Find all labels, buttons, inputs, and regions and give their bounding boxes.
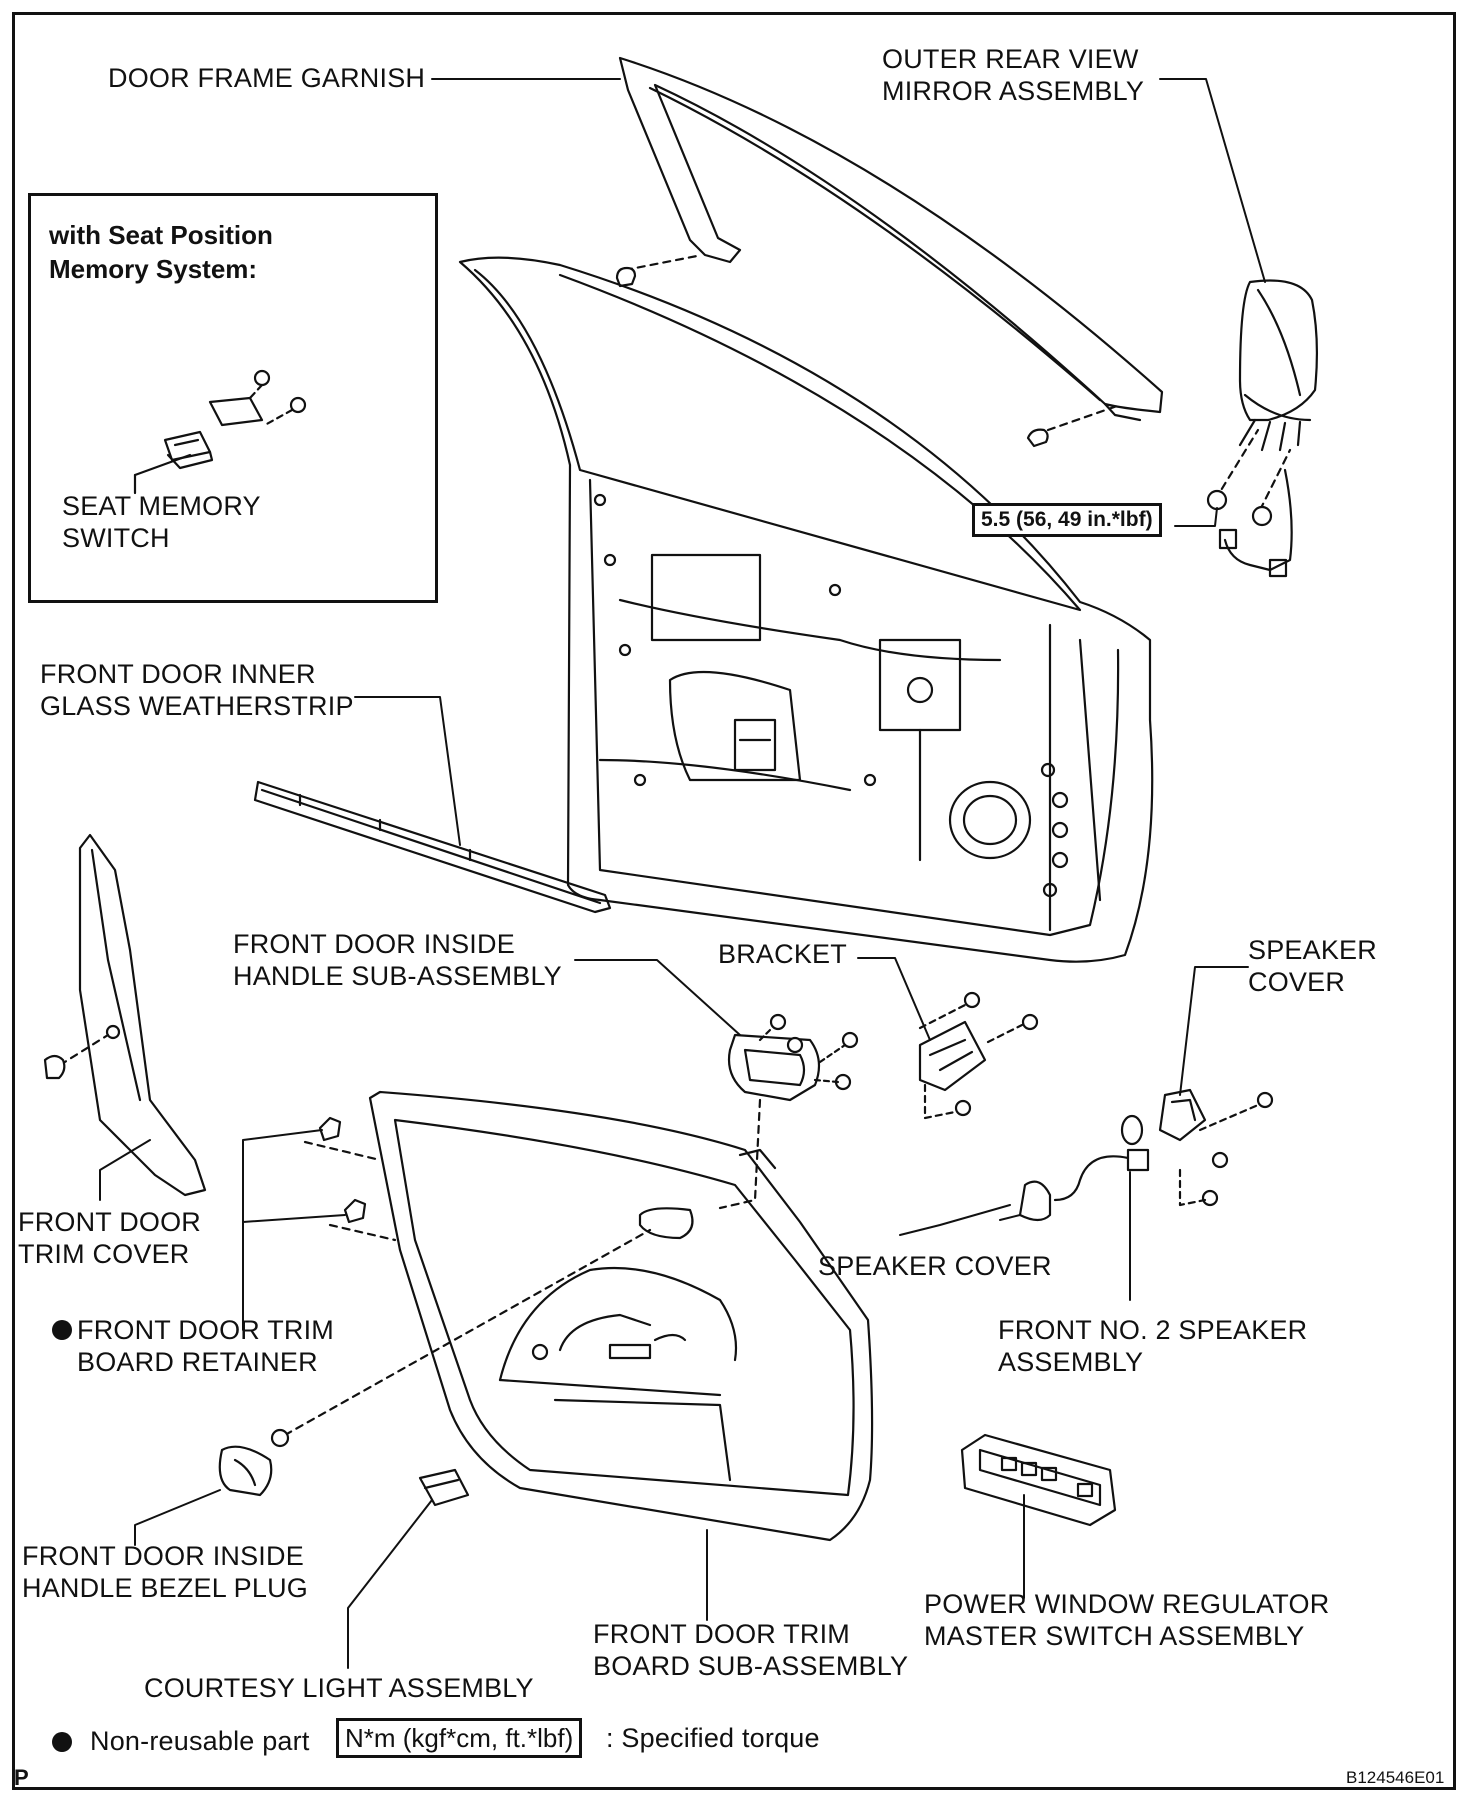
seat-memory-inset: with Seat Position Memory System: [28,193,438,603]
label-trim-board-line1: FRONT DOOR TRIM [593,1619,850,1649]
leader-lines [99,78,1266,1669]
seat-memory-switch-part [133,369,307,495]
label-pw-switch-line2: MASTER SWITCH ASSEMBLY [924,1621,1305,1651]
label-seat-memory-line1: SEAT MEMORY [62,491,261,521]
label-trim-cover-line1: FRONT DOOR [18,1207,201,1237]
inset-title-line2: Memory System: [49,254,258,284]
label-trim-cover-line2: TRIM COVER [18,1239,190,1269]
legend-torque-format: N*m (kgf*cm, ft.*lbf) [336,1718,583,1758]
inner-weatherstrip-part [253,780,612,914]
courtesy-light-part [418,1468,470,1507]
trim-cover-part [43,833,207,1197]
inset-title: with Seat Position Memory System: [49,218,273,286]
torque-spec-box: 5.5 (56, 49 in.*lbf) [972,503,1162,537]
inset-title-line1: with Seat Position [49,220,273,250]
label-seat-memory-line2: SWITCH [62,523,170,553]
label-inner-weatherstrip-line1: FRONT DOOR INNER [40,659,316,689]
figure-code: B124546E01 [1346,1768,1445,1787]
door-panel-part [458,256,1154,963]
page-letter: P [14,1765,29,1790]
label-bracket: BRACKET [718,939,847,969]
legend-specified-torque: : Specified torque [606,1723,820,1753]
power-window-switch-part [960,1433,1117,1527]
label-outer-mirror-line2: MIRROR ASSEMBLY [882,76,1145,106]
label-outer-mirror-line1: OUTER REAR VIEW [882,44,1139,74]
outer-mirror-part [1206,279,1319,578]
label-inner-weatherstrip-line2: GLASS WEATHERSTRIP [40,691,354,721]
label-speaker-cover-top-line1: SPEAKER [1248,935,1377,965]
label-retainer-line1: FRONT DOOR TRIM [77,1315,334,1345]
label-pw-switch-line1: POWER WINDOW REGULATOR [924,1589,1330,1619]
label-speaker-line2: ASSEMBLY [998,1347,1144,1377]
diagram-frame [12,12,1456,1790]
label-speaker-cover-top-line2: COVER [1248,967,1346,997]
speaker-part [1018,1088,1274,1222]
label-inside-handle-line1: FRONT DOOR INSIDE [233,929,515,959]
label-retainer-line2: BOARD RETAINER [77,1347,318,1377]
label-inside-handle-line2: HANDLE SUB-ASSEMBLY [233,961,562,991]
legend-non-reusable-text: Non-reusable part [90,1726,310,1756]
label-bezel-plug-line2: HANDLE BEZEL PLUG [22,1573,308,1603]
label-speaker-line1: FRONT NO. 2 SPEAKER [998,1315,1308,1345]
trim-board-retainer-part [303,1116,397,1242]
non-reusable-bullet-retainer [52,1320,72,1340]
bracket-part [918,991,1039,1120]
handle-link-dashed [270,1098,762,1448]
inside-handle-part [727,1013,859,1102]
trim-board-part [368,1090,874,1542]
label-courtesy-light: COURTESY LIGHT ASSEMBLY [144,1673,534,1703]
bezel-plug-part [218,1445,273,1497]
label-trim-board-line2: BOARD SUB-ASSEMBLY [593,1651,909,1681]
label-door-frame-garnish: DOOR FRAME GARNISH [108,63,426,93]
label-bezel-plug-line1: FRONT DOOR INSIDE [22,1541,304,1571]
label-speaker-cover: SPEAKER COVER [818,1251,1052,1281]
door-frame-garnish-part [615,56,1164,448]
legend-non-reusable-bullet [52,1732,72,1752]
